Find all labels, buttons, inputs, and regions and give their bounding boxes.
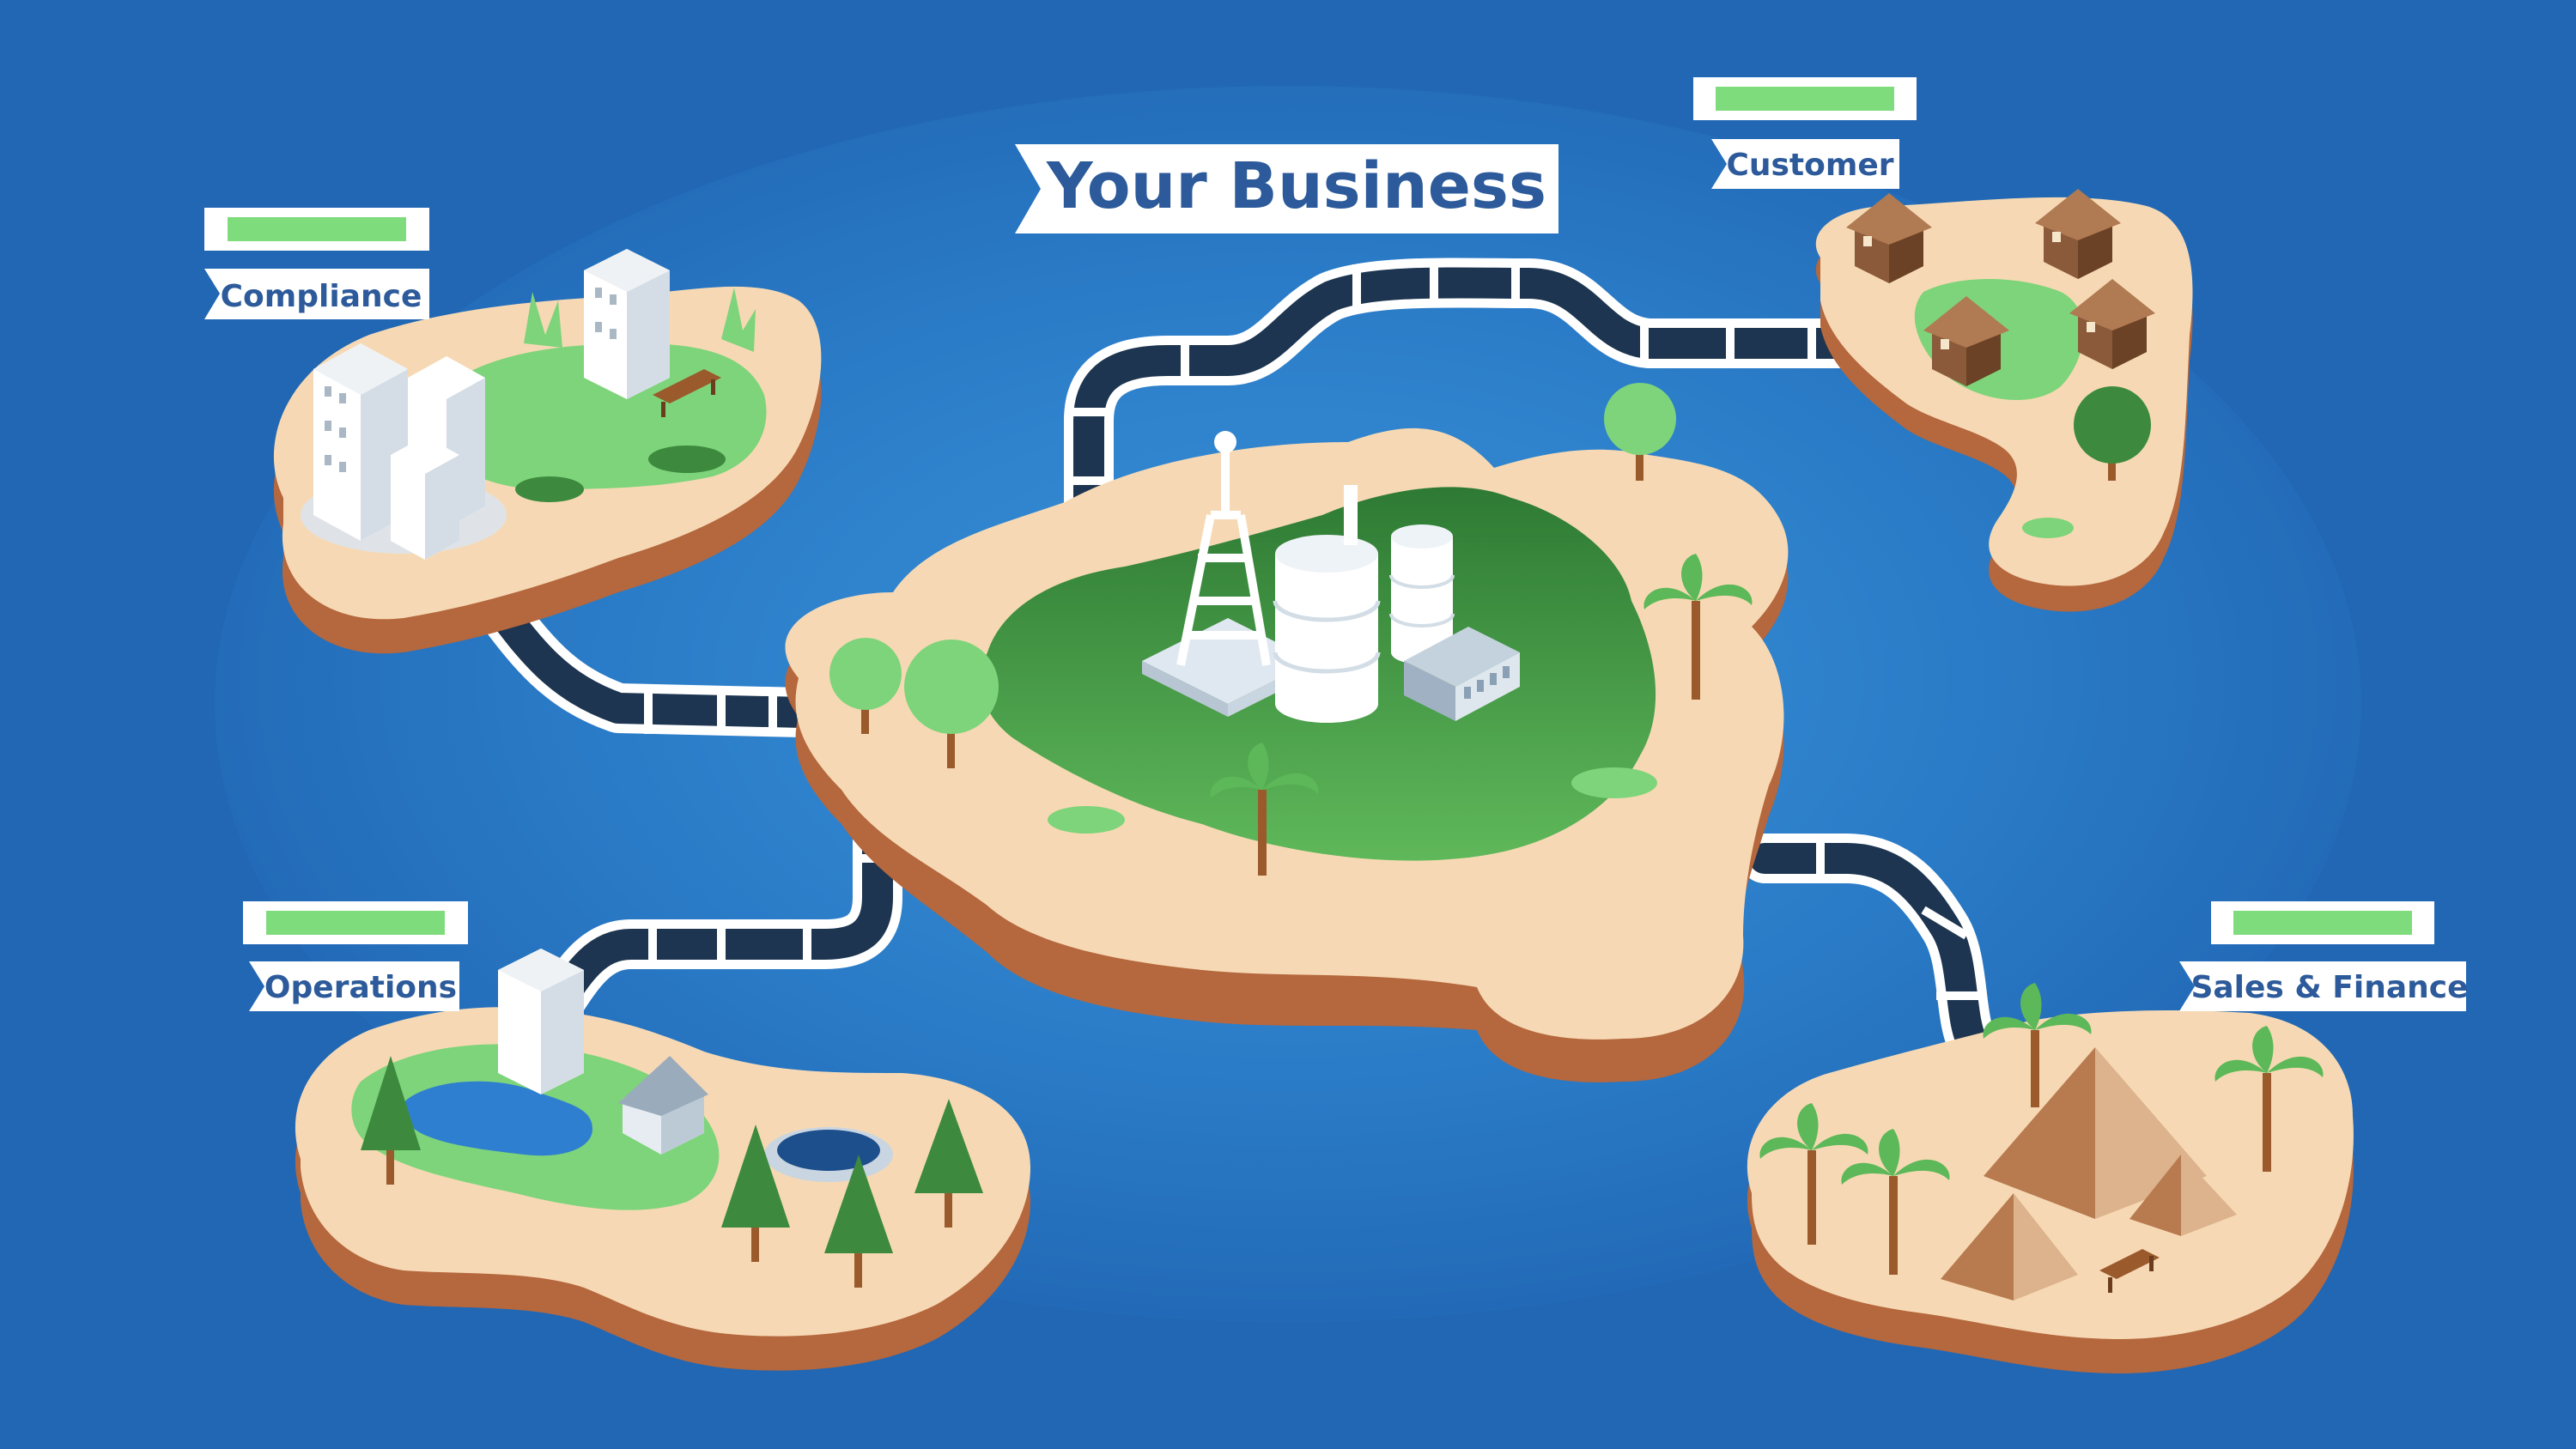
compliance-island <box>273 249 822 654</box>
factory-building-icon <box>1404 627 1520 721</box>
customer-island <box>1815 189 2193 612</box>
compliance-label-text: Compliance <box>221 279 422 314</box>
pipe-customer <box>1064 258 1884 566</box>
ops-building-icon <box>498 949 708 1155</box>
compliance-label: Compliance <box>204 208 429 319</box>
sales-finance-label: Sales & Finance <box>2179 901 2469 1011</box>
sales-finance-status-bar <box>2233 911 2412 935</box>
central-island <box>785 383 1789 1082</box>
operations-label-text: Operations <box>264 970 457 1005</box>
houses-icon <box>1846 189 2155 386</box>
pyramids-icon <box>1941 1047 2237 1300</box>
oil-rig-icon <box>1142 431 1314 717</box>
customer-label: Customer <box>1693 77 1917 189</box>
page-title: Your Business <box>1046 149 1546 223</box>
operations-label: Operations <box>243 901 468 1011</box>
central-palms <box>1210 554 1753 876</box>
storage-tanks-icon <box>1273 485 1455 723</box>
pond <box>400 1081 592 1156</box>
pipe-joints <box>644 262 1979 1000</box>
central-trees <box>829 383 1676 768</box>
sales-finance-island <box>1747 983 2354 1373</box>
customer-label-text: Customer <box>1726 148 1893 183</box>
pine-trees <box>361 1056 983 1288</box>
bench-icon <box>653 369 721 417</box>
compliance-status-bar <box>228 217 406 241</box>
office-buildings-icon <box>313 249 670 560</box>
sales-finance-label-text: Sales & Finance <box>2190 970 2468 1005</box>
customer-status-bar <box>1716 87 1894 111</box>
operations-island <box>295 949 1031 1371</box>
central-bushes <box>1048 767 1657 834</box>
operations-status-bar <box>266 911 445 935</box>
sales-palms <box>1759 983 2324 1275</box>
water-tank-icon <box>764 1127 893 1182</box>
title-banner: Your Business <box>1015 144 1558 233</box>
sales-bench-icon <box>2099 1249 2160 1293</box>
